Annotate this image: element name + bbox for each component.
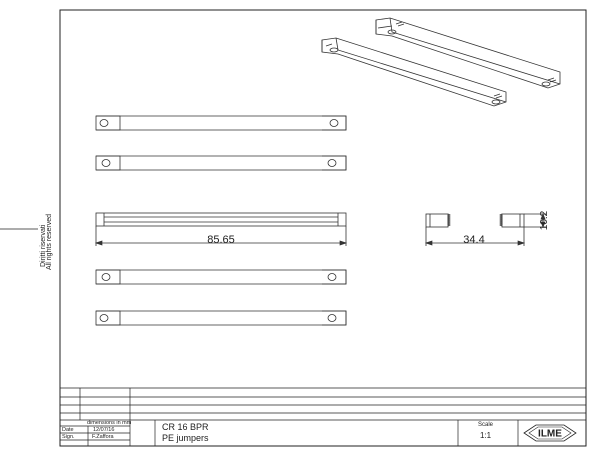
top-view-jumper-4 bbox=[95, 310, 347, 326]
logo-text: ILME bbox=[538, 429, 562, 440]
ilme-logo: ILME bbox=[523, 424, 577, 442]
date-value: 12/07/16 bbox=[93, 427, 115, 433]
top-view-jumper-1 bbox=[95, 115, 347, 131]
height-dimension-line bbox=[540, 213, 546, 228]
width-dimension-line bbox=[424, 240, 526, 246]
length-dimension-line bbox=[94, 240, 348, 246]
sign-value: F.Zaffora bbox=[92, 434, 114, 440]
front-view-jumper bbox=[95, 212, 347, 246]
isometric-view bbox=[321, 17, 561, 107]
dimension-length: 85.65 bbox=[207, 234, 235, 246]
date-label: Date bbox=[62, 427, 74, 433]
sign-label: Sign. bbox=[62, 434, 75, 440]
drawing-border bbox=[59, 9, 587, 447]
side-view-jumpers bbox=[425, 213, 546, 246]
diritti-riservati-note: Diritti riservati bbox=[40, 224, 47, 267]
rights-reserved-note: All rights reserved bbox=[46, 213, 53, 270]
top-view-jumper-3 bbox=[95, 269, 347, 285]
title-block-grid bbox=[60, 387, 586, 446]
units-note: dimensions in mm bbox=[87, 420, 132, 426]
dimension-height: 10.2 bbox=[539, 210, 550, 230]
dimension-width: 34.4 bbox=[463, 234, 484, 246]
part-name: PE jumpers bbox=[162, 433, 209, 443]
scale-label: Scale bbox=[478, 422, 494, 428]
part-code: CR 16 BPR bbox=[162, 422, 209, 432]
scale-value: 1:1 bbox=[480, 431, 492, 440]
top-view-jumper-2 bbox=[95, 155, 347, 171]
